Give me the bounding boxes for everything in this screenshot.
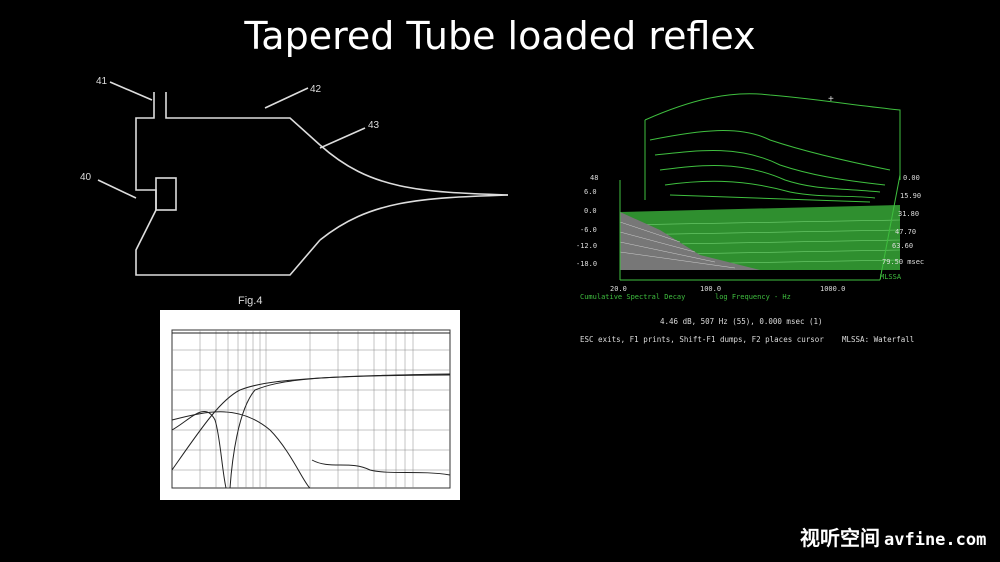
y-tick: 0.0: [584, 207, 597, 215]
patent-drawing: 41 42 43 40 Fig.4: [70, 70, 520, 310]
y-tick: -18.0: [576, 260, 597, 268]
y-tick: -12.0: [576, 242, 597, 250]
brand-label: MLSSA: [880, 273, 902, 281]
label-43: 43: [368, 120, 380, 131]
fig-label: Fig.4: [238, 295, 262, 307]
cursor-readout: 4.46 dB, 507 Hz (55), 0.000 msec (1): [660, 317, 823, 326]
watermark-cn: 视听空间: [800, 526, 880, 550]
time-tick: 63.60: [892, 242, 913, 250]
time-tick: 79.50 msec: [882, 258, 924, 266]
x-tick: 20.0: [610, 285, 627, 293]
mode-text: MLSSA: Waterfall: [842, 335, 914, 344]
y-tick: -6.0: [580, 226, 597, 234]
waterfall-plot: 48 6.0 0.0 -6.0 -12.0 -18.0 0.00 15.90 3…: [570, 80, 950, 350]
label-42: 42: [310, 84, 322, 95]
watermark-domain: avfine.com: [884, 530, 987, 550]
chart-label: Cumulative Spectral Decay: [580, 293, 685, 301]
help-text: ESC exits, F1 prints, Shift-F1 dumps, F2…: [580, 335, 824, 344]
x-tick: 100.0: [700, 285, 721, 293]
y-tick: 6.0: [584, 188, 597, 196]
x-axis-label: log Frequency - Hz: [715, 293, 791, 301]
time-tick: 47.70: [895, 228, 916, 236]
label-41: 41: [96, 76, 108, 87]
cursor-icon: +: [828, 94, 834, 105]
slide-title: Tapered Tube loaded reflex: [244, 14, 756, 58]
time-tick: 15.90: [900, 192, 921, 200]
frequency-response-plot: [160, 310, 460, 500]
label-40: 40: [80, 172, 92, 183]
y-tick: 48: [590, 174, 598, 182]
x-tick: 1000.0: [820, 285, 845, 293]
time-tick: 0.00: [903, 174, 920, 182]
time-tick: 31.80: [898, 210, 919, 218]
